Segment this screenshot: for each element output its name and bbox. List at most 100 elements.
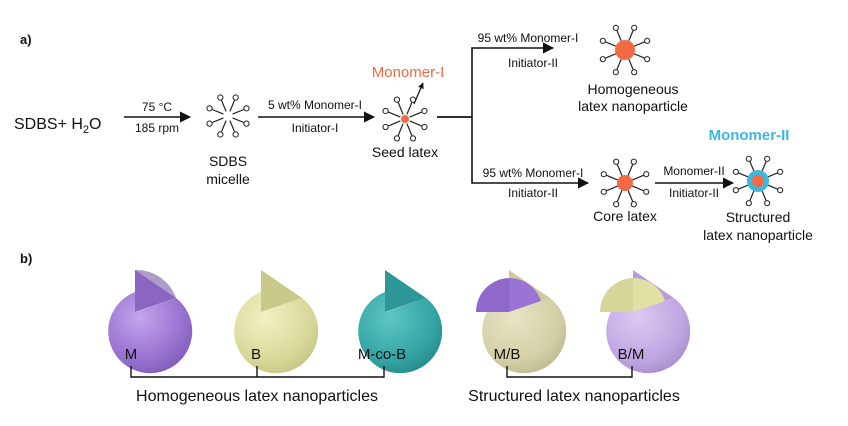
structured-label-1: Structured	[726, 209, 791, 225]
surfactant-tail	[631, 185, 644, 192]
surfactant-tail	[229, 100, 236, 112]
surfactant-tail	[738, 172, 750, 179]
surfactant-tail	[627, 189, 634, 202]
surfactant-tail	[616, 164, 623, 177]
surfactant-tail	[634, 41, 645, 47]
surfactant-head	[599, 56, 606, 63]
surfactant-head	[206, 105, 213, 112]
surfactant-tail	[738, 183, 750, 190]
surfactant-tail	[634, 53, 645, 59]
surfactant-tail	[766, 172, 778, 179]
particle-core	[617, 175, 633, 191]
surfactant-head	[777, 168, 784, 175]
sdbs-micelle-icon	[206, 94, 250, 138]
surfactant-tail	[409, 111, 422, 118]
particle-core	[615, 40, 635, 60]
surfactant-tail	[616, 189, 623, 202]
surfactant-head	[644, 56, 651, 63]
surfactant-head	[421, 123, 428, 131]
surfactant-tail	[406, 123, 413, 136]
sphere-label-m-co-b: M-co-B	[358, 346, 406, 363]
step2-initiator: Initiator-I	[292, 121, 339, 135]
step1-stirring: 185 rpm	[135, 121, 179, 135]
surfactant-head	[599, 37, 606, 44]
shell-step-initiator: Initiator-II	[669, 186, 719, 200]
panel-b-label: b)	[20, 251, 32, 266]
surfactant-tail	[616, 30, 622, 41]
shell-monomer-label: Monomer-II	[709, 127, 790, 144]
lower-monomer: 95 wt% Monomer-I	[483, 166, 584, 180]
homogeneous-particle-icon	[599, 24, 651, 76]
surfactant-tail	[212, 117, 224, 124]
surfactant-head	[409, 96, 417, 103]
surfactant-head	[764, 155, 771, 162]
particle-core	[401, 115, 409, 123]
surfactant-head	[745, 200, 752, 207]
sphere-m-b	[476, 270, 567, 374]
surfactant-head	[393, 96, 401, 103]
surfactant-tail	[627, 164, 634, 177]
structured-particle-icon	[732, 155, 784, 207]
surfactant-head	[613, 201, 620, 208]
homogeneous-label-1: Homogeneous	[587, 81, 678, 97]
surfactant-tail	[406, 102, 413, 115]
homogeneous-group-label: Homogeneous latex nanoparticles	[136, 388, 378, 405]
surfactant-head	[243, 105, 250, 112]
surfactant-head	[243, 120, 250, 127]
surfactant-tail	[616, 59, 622, 70]
surfactant-head	[732, 187, 739, 194]
sphere-b-m	[600, 270, 691, 374]
surfactant-tail	[606, 174, 619, 181]
surfactant-tail	[749, 189, 756, 201]
surfactant-tail	[388, 120, 401, 127]
branch-upper-arrow	[471, 42, 555, 117]
surfactant-head	[382, 107, 389, 115]
micelle-label-1: SDBS	[209, 153, 247, 169]
surfactant-tail	[760, 161, 767, 173]
surfactant-head	[382, 123, 389, 131]
surfactant-head	[232, 94, 239, 101]
surfactant-head	[612, 69, 619, 76]
surfactant-head	[732, 168, 739, 175]
sphere-label-b: B	[251, 346, 261, 363]
core-latex-icon	[600, 158, 650, 208]
sphere-label-m: M	[125, 346, 138, 363]
structured-bracket	[506, 366, 633, 378]
surfactant-tail	[628, 59, 634, 70]
surfactant-tail	[605, 53, 616, 59]
surfactant-head	[393, 135, 401, 142]
panel-a-label: a)	[20, 32, 32, 47]
surfactant-head	[643, 171, 650, 178]
surfactant-tail	[631, 174, 644, 181]
surfactant-tail	[606, 185, 619, 192]
surfactant-tail	[397, 123, 404, 136]
surfactant-tail	[628, 30, 634, 41]
surfactant-head	[630, 158, 637, 165]
surfactant-tail	[220, 120, 227, 132]
surfactant-head	[421, 107, 428, 115]
structured-label-2: latex nanoparticle	[703, 227, 813, 243]
surfactant-tail	[397, 102, 404, 115]
upper-initiator: Initiator-II	[508, 56, 558, 70]
surfactant-tail	[409, 120, 422, 127]
surfactant-head	[631, 24, 638, 31]
upper-monomer: 95 wt% Monomer-I	[478, 31, 579, 45]
surfactant-tail	[766, 183, 778, 190]
surfactant-head	[217, 131, 224, 138]
step1-temperature: 75 °C	[142, 100, 172, 114]
sphere-label-b-m: B/M	[618, 346, 645, 363]
sphere-label-m-b: M/B	[494, 346, 521, 363]
surfactant-head	[643, 188, 650, 195]
surfactant-tail	[605, 41, 616, 47]
surfactant-tail	[388, 111, 401, 118]
surfactant-head	[612, 24, 619, 31]
homogeneous-label-2: latex nanoparticle	[578, 98, 688, 114]
seed-latex-icon	[382, 96, 428, 142]
particle-core	[752, 175, 764, 187]
surfactant-tail	[749, 161, 756, 173]
seed-latex-label: Seed latex	[372, 144, 438, 160]
surfactant-head	[630, 201, 637, 208]
shell-step-monomer: Monomer-II	[663, 164, 724, 178]
lower-initiator: Initiator-II	[508, 186, 558, 200]
